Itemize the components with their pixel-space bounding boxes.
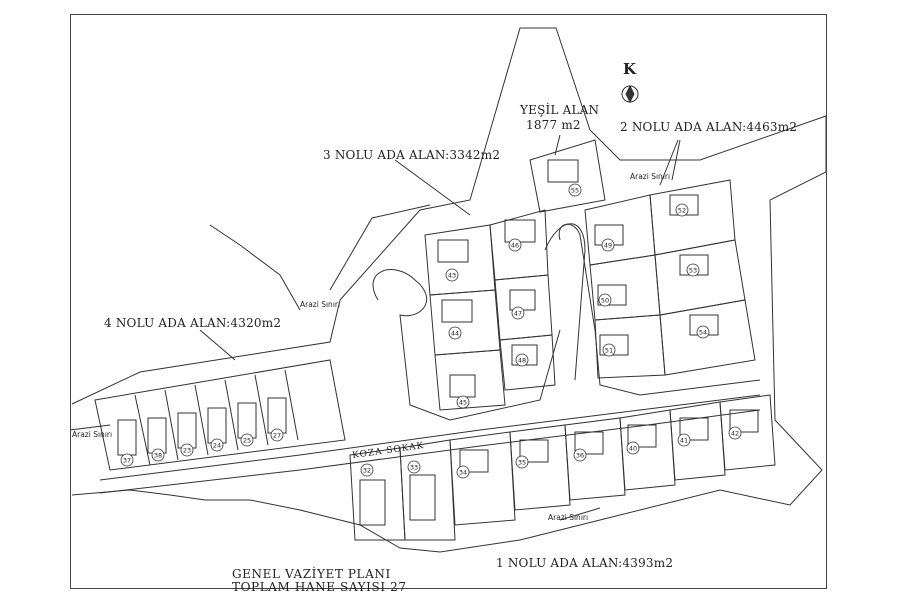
boundary-line-2 xyxy=(329,204,431,291)
lot-marker-circle xyxy=(456,395,470,409)
lot-number-label: 46 xyxy=(511,242,519,250)
lot-number-label: 47 xyxy=(514,310,522,318)
green-area-lot xyxy=(529,139,606,213)
boundary-label-2: Arazi Sınırı xyxy=(630,172,671,181)
lot-number-label: 44 xyxy=(451,330,459,338)
boundary-line-4 xyxy=(559,507,601,521)
lot-number-label: 27 xyxy=(273,432,281,440)
lot-marker-circle xyxy=(456,465,470,479)
lot-marker-circle xyxy=(626,441,640,455)
boundary-line-3 xyxy=(659,139,679,186)
culdesac-right xyxy=(558,223,761,396)
block-3-lots xyxy=(424,209,556,411)
lot-number-label: 35 xyxy=(518,459,526,467)
lot-marker-circle xyxy=(151,448,165,462)
block-2-area-label: 2 NOLU ADA ALAN:4463m2 xyxy=(620,120,798,134)
lot-number-label: 38 xyxy=(154,452,162,460)
lot-marker-circle xyxy=(448,326,462,340)
lot-marker-circle xyxy=(210,438,224,452)
lot-number-markers: 37 38 23 24 25 27 32 33 34 35 36 40 41 42 43 44 45 46 47 48… xyxy=(120,183,742,479)
lot-number-label: 34 xyxy=(459,469,467,477)
culdesac-left xyxy=(372,269,561,421)
lot-marker-circle xyxy=(180,443,194,457)
lot-marker-circle xyxy=(407,460,421,474)
lot-marker-circle xyxy=(511,306,525,320)
lot-number-label: 54 xyxy=(699,329,707,337)
boundary-label-1: Arazi Sınırı xyxy=(300,300,341,309)
plan-title: GENEL VAZİYET PLANI xyxy=(232,567,391,581)
block-1-lots xyxy=(349,394,776,541)
lot-marker-circle xyxy=(677,433,691,447)
leader-ada4 xyxy=(199,329,236,361)
sheet-frame xyxy=(70,14,827,589)
lot-marker-circle xyxy=(728,426,742,440)
lot-marker-circle xyxy=(515,455,529,469)
lot-marker-circle xyxy=(508,238,522,252)
lot-number-label: 42 xyxy=(731,430,739,438)
lot-marker-circle xyxy=(675,203,689,217)
green-area-size: 1877 m2 xyxy=(526,118,581,132)
lot-number-label: 49 xyxy=(604,242,612,250)
lot-number-label: 32 xyxy=(363,467,371,475)
lot-number-label: 24 xyxy=(213,442,221,450)
lot-number-label: 36 xyxy=(576,452,584,460)
plan-subtitle: TOPLAM HANE SAYISI 27 xyxy=(232,580,407,594)
boundary-label-3: Arazi Sınırı xyxy=(72,430,113,439)
street-band xyxy=(99,394,761,481)
lot-marker-circle xyxy=(445,268,459,282)
lot-marker-circle xyxy=(568,183,582,197)
lot-number-label: 37 xyxy=(123,457,131,465)
lot-marker-circle xyxy=(602,343,616,357)
boundary-line-5 xyxy=(69,424,111,431)
block-2-lots xyxy=(584,179,756,379)
lot-marker-circle xyxy=(696,325,710,339)
leader-ada3 xyxy=(394,159,471,216)
block-3-area-label: 3 NOLU ADA ALAN:3342m2 xyxy=(323,148,501,162)
lot-number-label: 43 xyxy=(448,272,456,280)
lot-marker-circle xyxy=(270,428,284,442)
lot-marker-circle xyxy=(120,453,134,467)
lot-marker-circle xyxy=(573,448,587,462)
lot-number-label: 50 xyxy=(601,297,609,305)
lot-marker-circle xyxy=(360,463,374,477)
lot-number-label: 33 xyxy=(410,464,418,472)
green-area-title: YEŞİL ALAN xyxy=(520,103,600,117)
lot-number-label: 55 xyxy=(571,187,579,195)
block-1-area-label: 1 NOLU ADA ALAN:4393m2 xyxy=(496,556,674,570)
leader-green xyxy=(554,134,561,156)
north-label: K xyxy=(623,60,637,78)
lot-marker-circle xyxy=(240,433,254,447)
lot-number-label: 23 xyxy=(183,447,191,455)
lot-marker-circle xyxy=(598,293,612,307)
boundary-label-4: Arazi Sınırı xyxy=(548,513,589,522)
lot-number-label: 40 xyxy=(629,445,637,453)
boundary-line-1 xyxy=(209,224,301,311)
lot-number-label: 52 xyxy=(678,207,686,215)
lot-number-label: 25 xyxy=(243,437,251,445)
lot-marker-circle xyxy=(515,353,529,367)
lot-number-label: 48 xyxy=(518,357,526,365)
leader-ada2 xyxy=(671,139,681,181)
north-arrow-icon xyxy=(621,84,639,104)
lot-marker-circle xyxy=(601,238,615,252)
lot-number-label: 53 xyxy=(689,267,697,275)
block-4-area-label: 4 NOLU ADA ALAN:4320m2 xyxy=(104,316,282,330)
lot-marker-circle xyxy=(686,263,700,277)
lot-number-label: 51 xyxy=(605,347,613,355)
lot-number-label: 45 xyxy=(459,399,467,407)
lot-number-label: 41 xyxy=(680,437,688,445)
